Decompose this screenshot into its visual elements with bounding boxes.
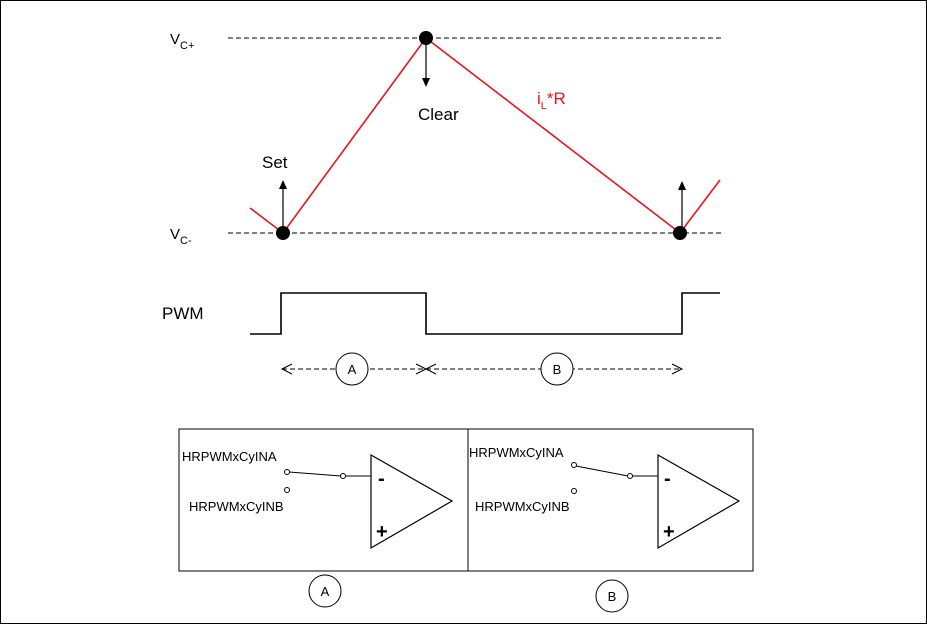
- set-event-dot-2: [673, 226, 687, 240]
- interval-b-badge: [540, 352, 574, 386]
- interval-b-right-arrowhead: [671, 363, 684, 375]
- panel-a-caption-label: A: [321, 584, 330, 599]
- panel-a-switch-blade: [288, 471, 342, 477]
- interval-a-badge: [335, 352, 369, 386]
- set-label: Set: [262, 153, 288, 172]
- comparator-panels-box: [178, 428, 754, 572]
- interval-b-left-arrowhead: [424, 363, 437, 375]
- panel-a-comparator-triangle: [370, 453, 454, 550]
- panel-a-minus-sign: -: [378, 468, 385, 490]
- interval-b-badge-label: B: [553, 362, 562, 377]
- comparator-panel-b: HRPWMxCyINA HRPWMxCyINB - +: [469, 445, 741, 550]
- panel-a-caption-badge: [308, 574, 342, 608]
- panel-b-caption-label: B: [608, 589, 617, 604]
- interval-a-badge-label: A: [348, 362, 357, 377]
- panel-b-input-b-label: HRPWMxCyINB: [475, 499, 570, 514]
- panel-a-plus-sign: +: [376, 521, 388, 543]
- il-r-label: iL*R: [537, 89, 566, 112]
- clear-arrow-head: [422, 78, 430, 87]
- interval-a-left-arrowhead: [280, 363, 293, 375]
- panel-b-terminal-b: [571, 488, 577, 494]
- panel-b-caption-badge: [595, 579, 629, 613]
- panel-b-plus-sign: +: [663, 521, 675, 543]
- panel-a-input-b-label: HRPWMxCyINB: [189, 499, 284, 514]
- set-arrow-2-head: [678, 181, 686, 190]
- panel-a-terminal-b: [284, 487, 290, 493]
- vc-plus-label: VC+: [170, 31, 194, 52]
- vc-minus-label: VC-: [170, 226, 192, 247]
- panel-b-switch-blade: [575, 465, 629, 477]
- pwm-label: PWM: [162, 304, 204, 323]
- panel-a-input-a-label: HRPWMxCyINA: [182, 449, 277, 464]
- panel-b-minus-sign: -: [664, 468, 671, 490]
- set-arrow-head: [279, 180, 287, 189]
- pwm-waveform: [250, 292, 720, 335]
- panel-b-terminal-a: [571, 462, 577, 468]
- sense-ramp-waveform: [249, 36, 721, 235]
- panel-b-comparator-triangle: [657, 453, 741, 550]
- panel-a-switch-pivot: [340, 473, 346, 479]
- panel-b-input-a-label: HRPWMxCyINA: [469, 445, 564, 460]
- panel-a-terminal-a: [284, 469, 290, 475]
- clear-label: Clear: [418, 105, 459, 124]
- panel-b-switch-pivot: [627, 473, 633, 479]
- comparator-panel-a: HRPWMxCyINA HRPWMxCyINB - +: [182, 449, 454, 550]
